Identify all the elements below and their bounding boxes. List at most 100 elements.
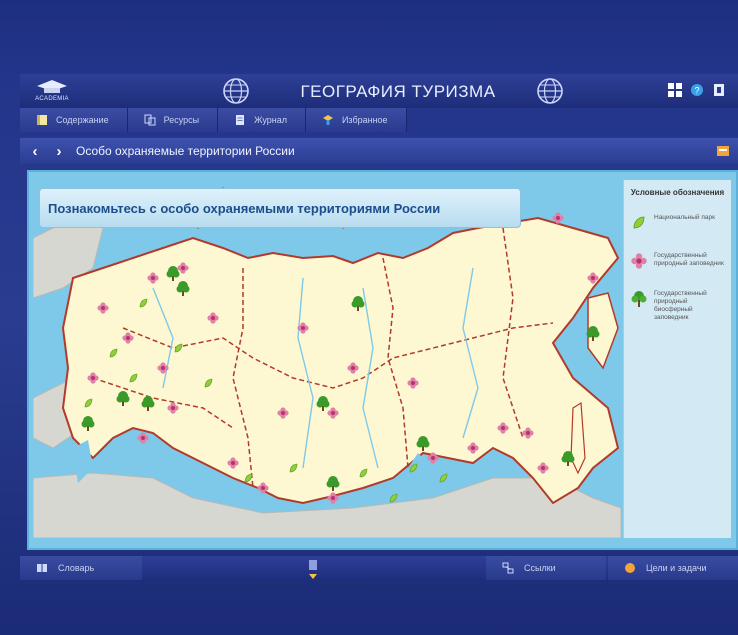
tab-label: Ресурсы [163, 115, 200, 125]
legend-label: Национальный парк [654, 214, 715, 221]
map-legend: Условные обозначения Национальный парк Г… [623, 180, 731, 538]
dictionary-button[interactable]: Словарь [20, 556, 142, 580]
title-bar: ACADEMIA ГЕОГРАФИЯ ТУРИЗМА ? [20, 74, 738, 108]
back-button[interactable]: ‹ [26, 142, 44, 160]
tab-label: Содержание [56, 115, 109, 125]
nature-reserve-marker [97, 302, 109, 314]
tab-favorites[interactable]: Избранное [305, 108, 407, 132]
legend-item-nature-reserve: Государственный природный заповедник [630, 252, 725, 270]
legend-item-national-park: Национальный парк [630, 214, 725, 232]
nature-reserve-marker [327, 407, 339, 419]
resources-icon [144, 114, 156, 126]
tab-label: Избранное [341, 115, 388, 125]
nature-reserve-marker [522, 427, 534, 439]
nature-reserve-marker [537, 462, 549, 474]
favorites-icon [322, 115, 333, 125]
leaf-icon [633, 216, 645, 229]
biosphere-reserve-marker [176, 281, 190, 296]
biosphere-reserve-marker [141, 396, 155, 411]
goals-icon [625, 563, 635, 573]
app-title: ГЕОГРАФИЯ ТУРИЗМА [300, 82, 496, 101]
panel-handle-icon[interactable] [306, 560, 320, 582]
nature-reserve-marker [427, 452, 439, 464]
national-park-marker [389, 493, 398, 503]
biosphere-reserve-marker [416, 436, 430, 451]
forward-button[interactable]: › [50, 142, 68, 160]
biosphere-reserve-marker [561, 451, 575, 466]
dictionary-label: Словарь [58, 563, 95, 573]
biosphere-reserve-marker [81, 416, 95, 431]
chevron-left-icon: ‹ [32, 142, 38, 160]
nature-reserve-marker [497, 422, 509, 434]
nature-reserve-marker [407, 377, 419, 389]
national-park-marker [139, 298, 148, 308]
bookmark-icon[interactable] [716, 144, 730, 158]
grid-view-icon[interactable] [668, 83, 682, 97]
biosphere-reserve-marker [316, 396, 330, 411]
content-stage: Познакомьтесь с особо охраняемыми террит… [27, 170, 738, 550]
legend-label: Государственный природный заповедник [654, 252, 724, 267]
nature-reserve-marker [257, 482, 269, 494]
tab-contents[interactable]: Содержание [20, 108, 128, 132]
nature-reserve-marker [227, 457, 239, 469]
links-label: Ссылки [524, 563, 556, 573]
nature-reserve-marker [552, 212, 564, 224]
nature-reserve-marker [297, 322, 309, 334]
instruction-banner: Познакомьтесь с особо охраняемыми террит… [39, 188, 521, 228]
legend-item-biosphere-reserve: Государственный природный биосферный зап… [630, 290, 725, 322]
logo-text: ACADEMIA [35, 96, 69, 102]
goals-button[interactable]: Цели и задачи [608, 556, 738, 580]
exit-icon[interactable] [712, 83, 726, 97]
nature-reserve-marker [157, 362, 169, 374]
biosphere-reserve-marker [116, 391, 130, 406]
nature-reserve-marker [347, 362, 359, 374]
biosphere-reserve-marker [326, 476, 340, 491]
national-park-marker [359, 468, 368, 478]
map-canvas [33, 178, 621, 538]
breadcrumb: ‹ › Особо охраняемые территории России [20, 138, 738, 164]
tab-label: Журнал [254, 115, 287, 125]
nature-reserve-marker [467, 442, 479, 454]
biosphere-reserve-marker [166, 266, 180, 281]
national-park-marker [409, 463, 418, 473]
national-park-marker [84, 398, 93, 408]
links-icon [502, 562, 514, 574]
legend-title: Условные обозначения [630, 188, 725, 197]
help-icon[interactable]: ? [690, 83, 704, 97]
book-icon [37, 115, 47, 125]
dictionary-icon [37, 564, 47, 572]
flower-icon [631, 253, 647, 269]
nature-reserve-marker [137, 432, 149, 444]
tab-resources[interactable]: Ресурсы [127, 108, 219, 132]
nature-reserve-marker [122, 332, 134, 344]
national-park-marker [129, 373, 138, 383]
nature-reserve-marker [147, 272, 159, 284]
academia-logo[interactable]: ACADEMIA [32, 78, 72, 104]
graduation-cap-icon [37, 80, 67, 93]
nature-reserve-marker [277, 407, 289, 419]
journal-icon [236, 115, 245, 125]
banner-text: Познакомьтесь с особо охраняемыми террит… [48, 200, 441, 216]
globe-icon [223, 78, 249, 104]
nature-reserve-marker [177, 262, 189, 274]
bottom-bar: Словарь Ссылки Цели и задачи [20, 556, 738, 580]
nature-reserve-marker [87, 372, 99, 384]
nature-reserve-marker [587, 272, 599, 284]
national-park-marker [289, 463, 298, 473]
globe-icon [537, 78, 563, 104]
page-title: Особо охраняемые территории России [76, 144, 295, 158]
national-park-marker [439, 473, 448, 483]
nature-reserve-marker [207, 312, 219, 324]
russia-map[interactable] [33, 178, 621, 538]
legend-label: Государственный природный биосферный зап… [654, 290, 707, 321]
national-park-marker [174, 343, 183, 353]
biosphere-reserve-marker [351, 296, 365, 311]
chevron-right-icon: › [56, 142, 62, 160]
national-park-marker [204, 378, 213, 388]
tab-bar: Содержание Ресурсы Журнал Избранное [20, 108, 407, 132]
tab-journal[interactable]: Журнал [218, 108, 306, 132]
tree-icon [631, 291, 647, 307]
links-button[interactable]: Ссылки [486, 556, 606, 580]
svg-text:?: ? [694, 86, 699, 96]
biosphere-reserve-marker [586, 326, 600, 341]
